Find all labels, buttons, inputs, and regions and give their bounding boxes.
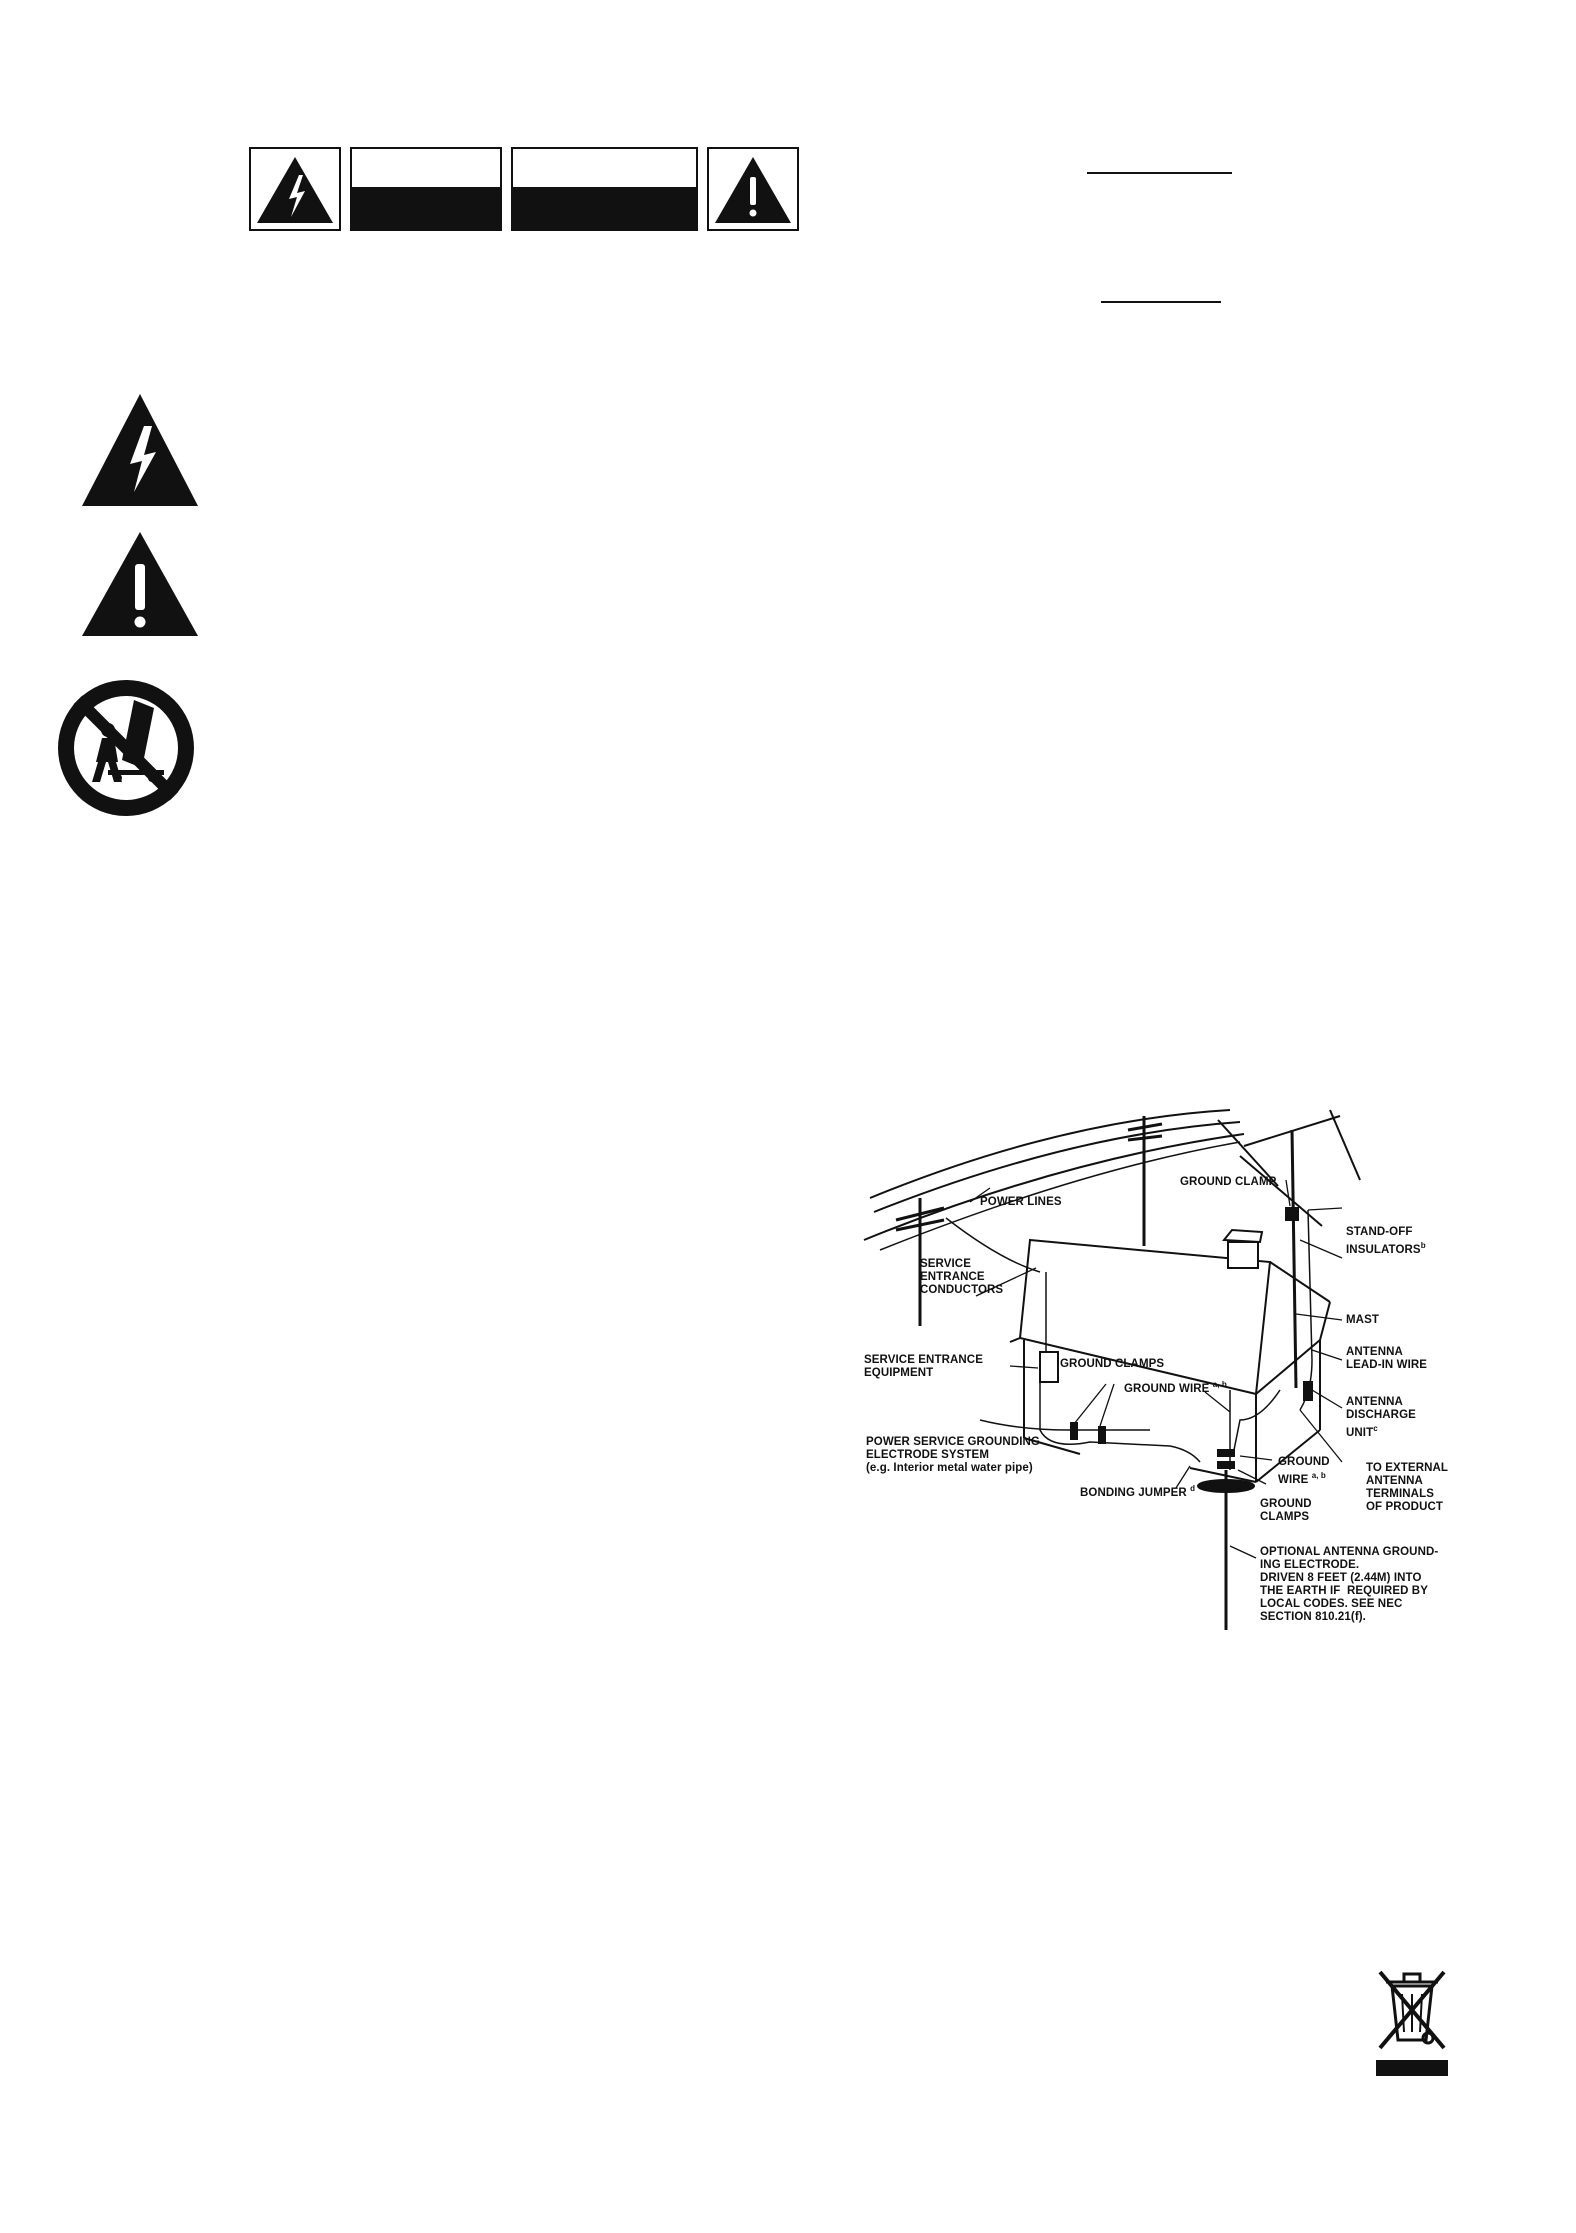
warning-panel-middle-right: [511, 147, 698, 231]
heading-underline-1: [1087, 172, 1232, 174]
label-mast: MAST: [1346, 1314, 1379, 1326]
label-service-entrance-equipment: SERVICE ENTRANCE EQUIPMENT: [864, 1354, 983, 1379]
warning-panel-left-cell: [249, 147, 341, 231]
label-antenna-discharge: ANTENNA DISCHARGE UNITc: [1346, 1396, 1416, 1439]
warning-black-band: [513, 187, 696, 229]
label-standoff-insulators: STAND-OFF INSULATORSb: [1346, 1226, 1426, 1256]
label-bonding-jumper: BONDING JUMPER d: [1080, 1484, 1196, 1499]
warning-panel-right-cell: [707, 147, 799, 231]
lightning-triangle-icon: [82, 394, 198, 506]
warning-panel-middle-left: [350, 147, 502, 231]
label-power-lines: POWER LINES: [980, 1196, 1062, 1208]
caution-black-band: [352, 187, 500, 229]
label-optional-electrode: OPTIONAL ANTENNA GROUND- ING ELECTRODE. …: [1260, 1546, 1439, 1623]
label-ground-clamps-top: GROUND CLAMPS: [1060, 1358, 1165, 1370]
label-ground-clamps-bottom: GROUND CLAMPS: [1260, 1498, 1312, 1523]
exclamation-triangle-icon: [715, 157, 791, 223]
label-ground-clamp: GROUND CLAMP: [1180, 1176, 1277, 1188]
crossed-out-wheelie-bin-icon: [1376, 1970, 1448, 2076]
lightning-triangle-icon: [257, 157, 333, 223]
label-service-entrance-conductors: SERVICE ENTRANCE CONDUCTORS: [920, 1258, 1004, 1296]
label-antenna-leadin: ANTENNA LEAD-IN WIRE: [1346, 1346, 1428, 1371]
exclamation-triangle-icon: [82, 532, 198, 636]
label-to-external: TO EXTERNAL ANTENNA TERMINALS OF PRODUCT: [1366, 1462, 1449, 1513]
label-power-service-grounding: POWER SERVICE GROUNDING ELECTRODE SYSTEM…: [866, 1436, 1040, 1474]
antenna-grounding-diagram: POWER LINES GROUND CLAMP STAND-OFF INSUL…: [860, 1090, 1500, 1650]
heading-underline-2: [1101, 301, 1221, 303]
label-ground-wire-bottom: GROUND WIRE a, b: [1278, 1456, 1330, 1486]
no-cart-tipover-icon: [58, 680, 194, 816]
house-line-art: [863, 1109, 1361, 1630]
label-ground-wire-top: GROUND WIRE a, b: [1124, 1380, 1227, 1395]
